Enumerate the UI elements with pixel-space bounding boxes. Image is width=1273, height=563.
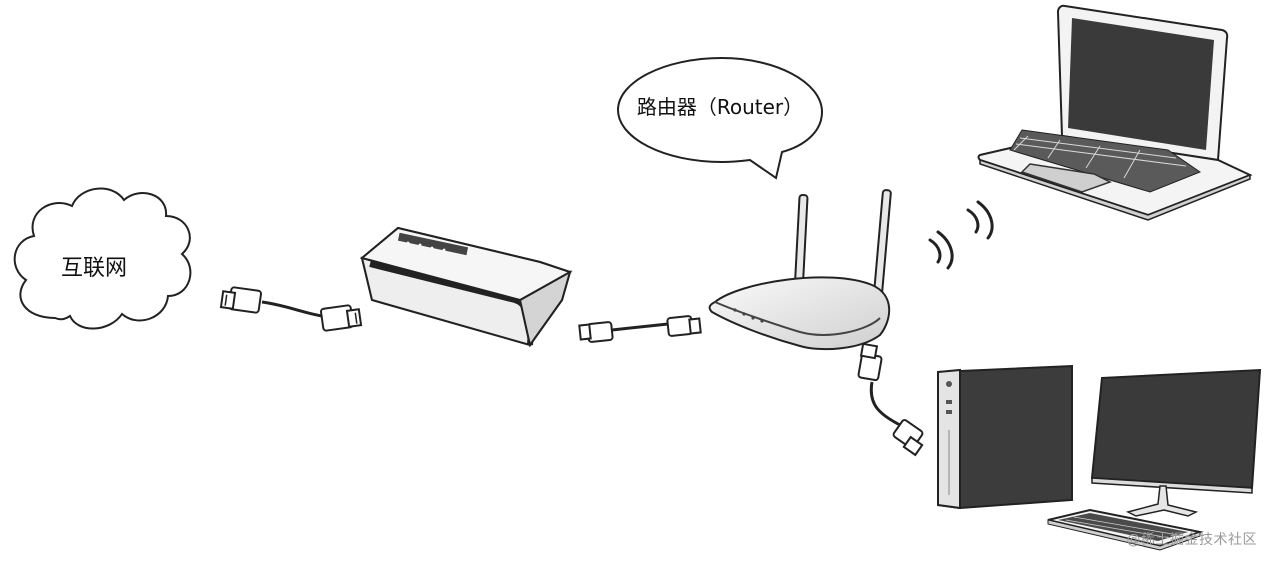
router-speech-bubble: 路由器（Router） — [616, 56, 824, 180]
wifi-signal-icon — [928, 200, 994, 270]
desktop-keyboard — [1047, 508, 1204, 551]
router-label: 路由器（Router） — [637, 95, 803, 119]
cable-plug-icon — [219, 286, 262, 314]
cable-router-to-desktop — [857, 342, 924, 457]
desktop-monitor — [1090, 368, 1262, 517]
cable-plug-icon — [892, 419, 924, 457]
internet-cloud: 互联网 — [13, 187, 192, 330]
cable-internet-to-modem — [219, 286, 363, 332]
watermark: @稀土掘金技术社区 — [1126, 532, 1257, 548]
cable-plug-icon — [578, 321, 614, 343]
cable-plug-icon — [320, 304, 363, 332]
router-device — [708, 189, 892, 351]
desktop-tower — [937, 364, 1073, 510]
cable-plug-icon — [666, 315, 702, 337]
modem-device — [359, 226, 573, 348]
internet-label: 互联网 — [61, 256, 127, 281]
laptop-device — [977, 4, 1253, 221]
cable-modem-to-router — [578, 315, 702, 343]
cable-plug-icon — [857, 342, 883, 382]
